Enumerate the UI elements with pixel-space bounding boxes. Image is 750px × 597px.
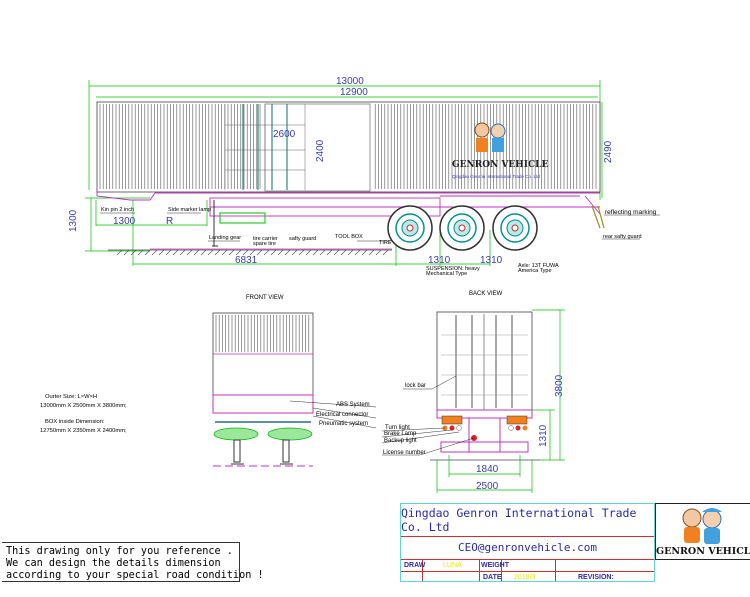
- side-door-lock-bars: [242, 104, 288, 190]
- specs: Ourter Size: L×W×H 13000mm X 2500mm X 38…: [40, 394, 127, 434]
- front-view: FRONT VIEW ABS System Electrical connect…: [212, 295, 377, 467]
- date-value: 2019/3: [514, 574, 536, 581]
- dim-axle-spacing-1: 1310: [428, 255, 451, 266]
- front-leader-lines: [289, 400, 377, 429]
- label-landing-gear: Landing gear: [209, 235, 241, 241]
- back-lock-bars: [455, 315, 513, 408]
- front-landing-gear: [231, 439, 293, 465]
- back-view-title: BACK VIEW: [469, 291, 503, 297]
- dim-axle-spacing-2: 1310: [480, 255, 503, 266]
- dim-radius: R: [166, 216, 173, 227]
- label-side-marker-lamp: Side marker lamp: [168, 207, 211, 213]
- dim-coupling-height: 1300: [68, 209, 79, 232]
- dim-kingpin-to-axle: 6831: [235, 255, 258, 266]
- back-leader-lines: [381, 375, 475, 456]
- back-box: [436, 311, 533, 411]
- dim-box-length: 12900: [340, 87, 368, 98]
- ground-hatch: [116, 249, 389, 256]
- label-safety-guard: safty guard: [289, 236, 316, 242]
- back-view: BACK VIEW 3800 1310 1840: [381, 291, 565, 493]
- side-view: GENRON VEHICLE Qingdao Genron Internatio…: [68, 76, 660, 277]
- label-tool-box: TOOL BOX: [335, 234, 363, 240]
- draw-label: DRAW: [404, 562, 426, 569]
- label-spare-tire: spare tire: [253, 241, 276, 247]
- label-suspension: SUSPENSION: heavy: [426, 266, 480, 272]
- wheel: [492, 205, 538, 251]
- front-chassis: [212, 394, 314, 467]
- label-electrical-connector: Electrical connector: [316, 412, 368, 418]
- disclaimer-line: This drawing only for you reference .: [6, 546, 233, 557]
- side-door-panels: [224, 104, 306, 190]
- logo-mascots: [682, 508, 722, 544]
- dim-kingpin-offset: 1300: [113, 216, 136, 227]
- dim-door-width: 2600: [273, 129, 296, 140]
- disclaimer-line: We can design the details dimension: [6, 558, 221, 569]
- label-pneumatic-system: Pneumatic system: [319, 421, 368, 427]
- side-corrugation: [99, 104, 597, 189]
- label-rear-safety-guard: rear safty guard: [603, 234, 642, 240]
- spare-tire: [219, 212, 266, 224]
- label-tire-carrier: tire carrier: [253, 236, 278, 242]
- inner-size-value: 12750mm X 2350mm X 2400mm;: [40, 428, 127, 434]
- label-license-number: License number: [383, 450, 426, 456]
- back-lamps: [442, 425, 528, 441]
- rear-safety-guard: [591, 205, 605, 229]
- date-label: DATE: [483, 574, 502, 581]
- label-brake-lamp: Brake Lamp: [384, 431, 417, 437]
- label-axle-type: America Type: [518, 268, 552, 274]
- inner-size-label: BOX inside Dimension:: [45, 419, 105, 425]
- wheel: [439, 205, 485, 251]
- label-abs-system: ABS System: [336, 402, 370, 408]
- label-reflecting-marking: reflecting marking: [605, 209, 657, 216]
- back-right-light-bar: [506, 415, 528, 425]
- wheel: [387, 205, 433, 251]
- front-tires: [213, 427, 313, 441]
- revision-label: REVISION:: [578, 574, 614, 581]
- side-wheels: [387, 205, 538, 251]
- dim-box-height: 2490: [603, 140, 614, 163]
- back-left-light-bar: [441, 415, 463, 425]
- back-dimension-lines: [436, 309, 565, 493]
- front-view-title: FRONT VIEW: [246, 295, 284, 301]
- outer-size-label: Ourter Size: L×W×H: [45, 394, 97, 400]
- dim-back-width: 2500: [476, 481, 499, 492]
- label-lock-bar: lock bar: [405, 383, 426, 389]
- back-chassis: [436, 409, 533, 453]
- draw-value: LUNA: [443, 562, 462, 569]
- logo-text: GENRON VEHICLE: [656, 546, 750, 557]
- dim-door-height: 2400: [315, 139, 326, 162]
- logo-box: GENRON VEHICLE: [655, 503, 750, 560]
- dim-back-frame-height: 1310: [538, 424, 549, 447]
- outer-size-value: 13000mm X 2500mm X 3800mm;: [40, 403, 127, 409]
- label-backup-light: Backup light: [384, 438, 417, 444]
- title-company: Qingdao Genron International Trade Co. L…: [401, 504, 654, 537]
- side-leader-lines: [100, 212, 660, 242]
- side-company-text: Qingdao Genron International Trade Co. L…: [452, 174, 540, 179]
- title-email: CEO@genronvehicle.com: [401, 536, 654, 560]
- front-corrugation: [215, 315, 310, 352]
- dim-back-track: 1840: [476, 464, 499, 475]
- dim-overall-length: 13000: [336, 76, 364, 87]
- disclaimer-box: This drawing only for you reference . We…: [2, 542, 264, 582]
- back-door-panels: [441, 334, 528, 396]
- title-block: Qingdao Genron International Trade Co. L…: [400, 503, 655, 582]
- landing-gear: [212, 200, 218, 247]
- label-turn-light: Turn light: [385, 425, 410, 431]
- label-suspension-type: Mechanical Type: [426, 271, 467, 277]
- label-axle: Axle: 13T FUWA: [518, 263, 559, 269]
- side-logo: [474, 122, 506, 152]
- disclaimer-line: according to your special road condition…: [6, 570, 264, 581]
- weight-label: WEIGHT: [481, 562, 509, 569]
- dim-back-height: 3800: [554, 374, 565, 397]
- label-tire: TIRE: [379, 240, 392, 246]
- side-logo-text: GENRON VEHICLE: [452, 160, 548, 170]
- label-king-pin: Kin pin 2 inch: [101, 207, 134, 213]
